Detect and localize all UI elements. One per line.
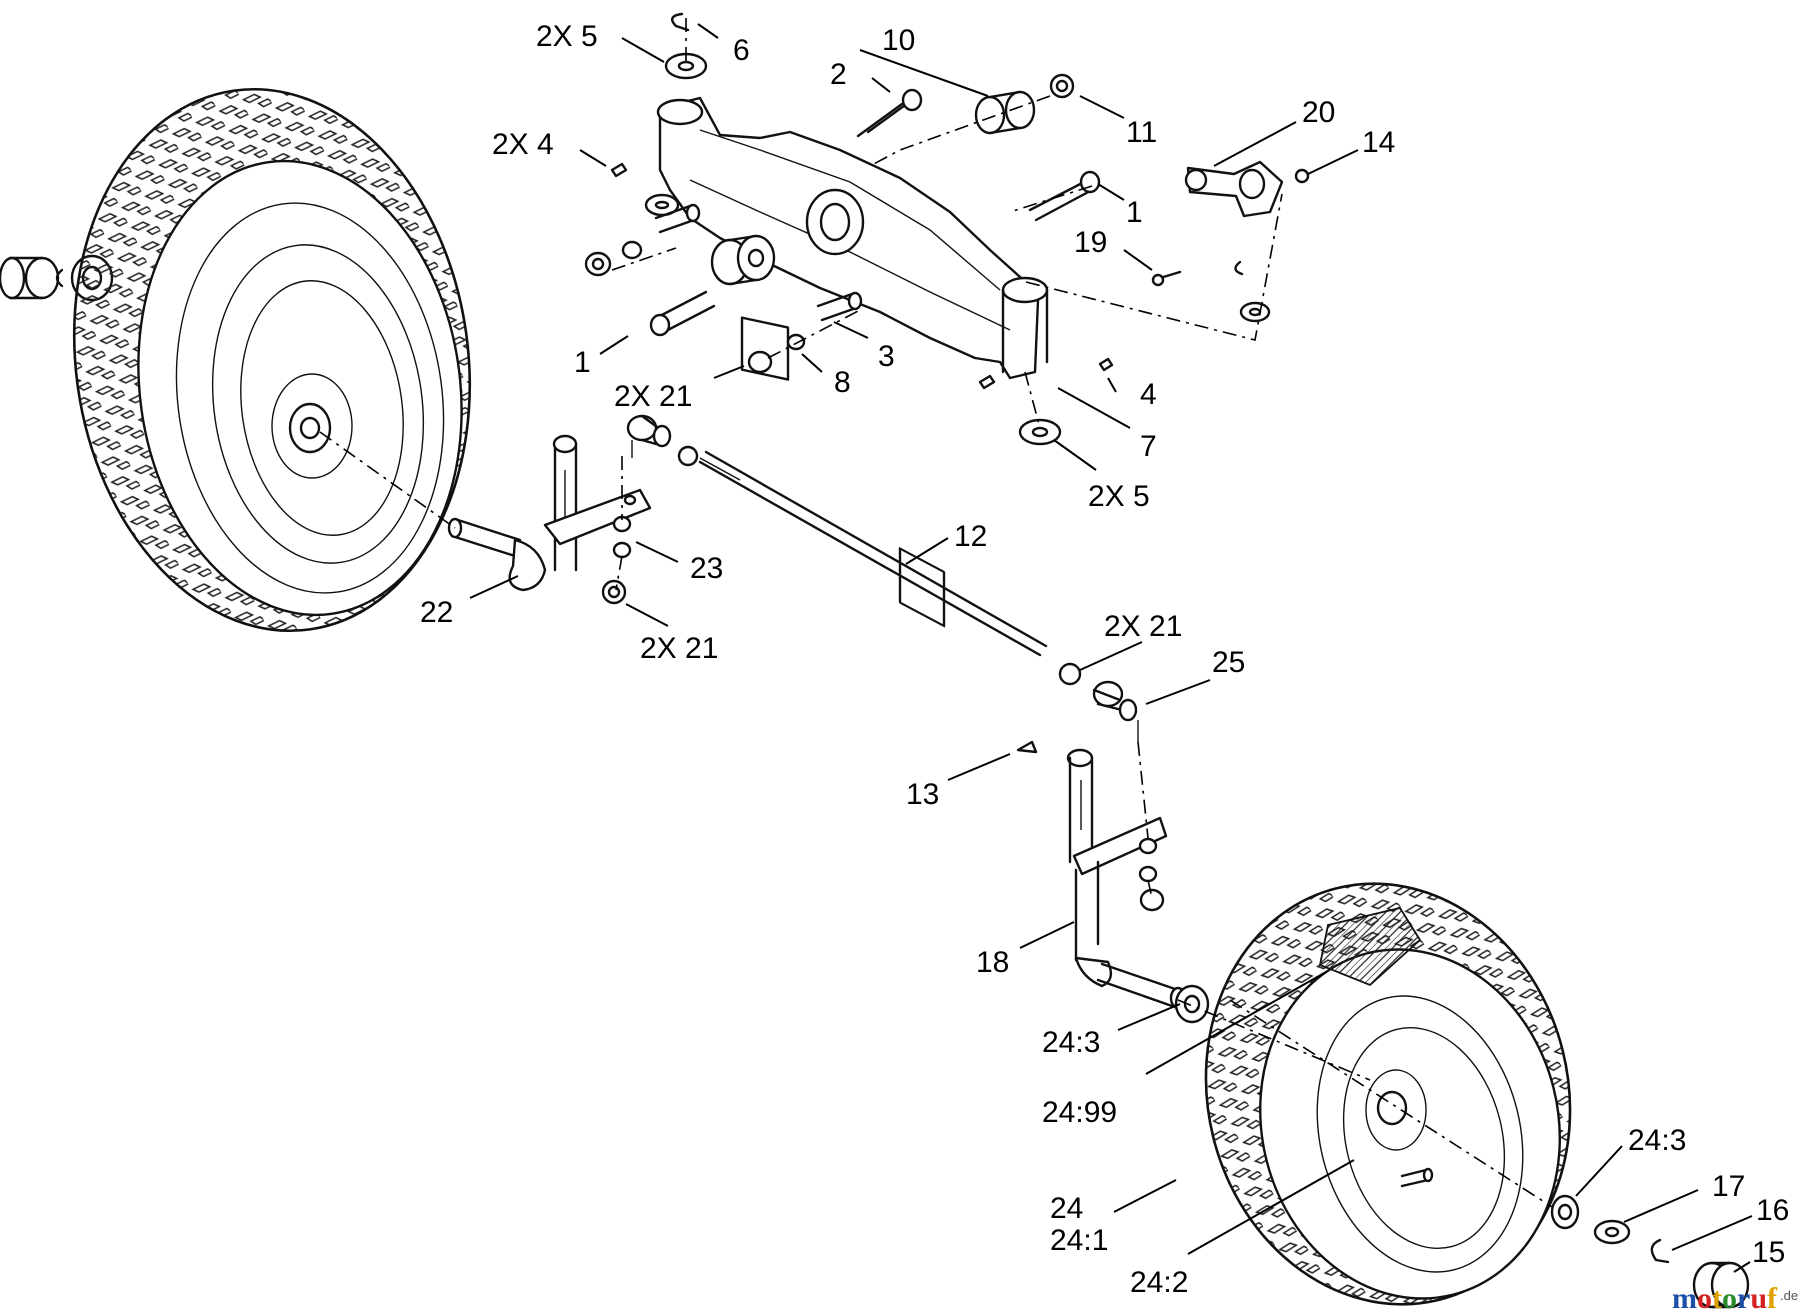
spacer-upper	[654, 204, 696, 234]
wm-m: m	[1672, 1282, 1697, 1315]
key-13	[1016, 740, 1038, 754]
front-axle-beam	[656, 96, 1049, 628]
ball-joint-25	[1092, 680, 1139, 742]
centerline-spacer	[767, 309, 861, 359]
grease-fitting-4-left	[610, 162, 628, 178]
callout-20: 20	[1302, 96, 1335, 129]
bushing-center	[710, 234, 776, 286]
watermark: motoruf .de	[1672, 1282, 1798, 1315]
callout-24-1: 24:1	[1050, 1224, 1108, 1257]
callout-22: 22	[420, 596, 453, 629]
callout-18: 18	[976, 946, 1009, 979]
callout-24-3-left: 24:3	[1042, 1026, 1100, 1059]
centerline-right-axle	[1177, 999, 1371, 1081]
wm-u: u	[1750, 1282, 1767, 1315]
callout-14: 14	[1362, 126, 1395, 159]
left-wheel-assembly	[0, 87, 472, 633]
callout-24-2: 24:2	[1130, 1266, 1188, 1299]
washer-middle	[621, 240, 643, 260]
wm-o2: o	[1722, 1282, 1737, 1315]
callout-11: 11	[1126, 116, 1157, 149]
steering-arm-20	[1184, 160, 1284, 218]
callout-24-99: 24:99	[1042, 1096, 1117, 1129]
wm-f: f	[1767, 1282, 1778, 1315]
watermark-brand: motoruf	[1672, 1282, 1778, 1315]
tie-rod-12	[626, 414, 1139, 742]
bushing-10	[974, 90, 1036, 135]
right-wheel-assembly	[1204, 882, 1572, 1306]
centerline-arm	[1025, 193, 1283, 341]
wm-t: t	[1712, 1282, 1722, 1315]
hardware-23	[601, 515, 632, 605]
centerline-left-axle	[319, 431, 456, 529]
callout-3: 3	[878, 340, 895, 373]
bolt-2	[856, 88, 923, 138]
callout-2x21-right: 2X 21	[1104, 610, 1182, 643]
centerline-bushing	[869, 95, 1051, 167]
clip-6	[670, 12, 690, 32]
wheel-bushing-left	[0, 256, 60, 300]
retaining-ring-left	[55, 268, 64, 288]
callout-1-left: 1	[574, 346, 591, 379]
spindle-22	[447, 434, 652, 592]
callout-25: 25	[1212, 646, 1245, 679]
callout-12: 12	[954, 520, 987, 553]
valve-stem	[1400, 1167, 1434, 1188]
hardware-right-hub	[1550, 1194, 1750, 1309]
callout-7: 7	[1140, 430, 1157, 463]
callout-labels: 2X 5 6 10 2 11 20 14 2X 4 1 19 1 3 8 2X …	[420, 20, 1789, 1299]
bolt-1-right	[1028, 170, 1101, 222]
callout-6: 6	[733, 34, 750, 67]
ball-joint-left	[626, 414, 672, 458]
hardware-top	[610, 12, 1310, 323]
centerline-left-stud	[615, 456, 623, 591]
callout-24: 24	[1050, 1192, 1083, 1225]
spindle-18	[1066, 748, 1187, 1010]
callout-2x5-top: 2X 5	[536, 20, 598, 53]
callout-2x4: 2X 4	[492, 128, 554, 161]
leader-lines	[469, 23, 1753, 1273]
nut-21-top	[747, 350, 773, 374]
callout-23: 23	[690, 552, 723, 585]
wm-r: r	[1737, 1282, 1750, 1315]
centerline-bolt	[1009, 185, 1093, 213]
callout-10: 10	[882, 24, 915, 57]
jam-nut-right	[1058, 662, 1082, 686]
callout-16: 16	[1756, 1194, 1789, 1227]
nut-14	[1294, 168, 1310, 184]
callout-4: 4	[1140, 378, 1157, 411]
grease-fitting-4-mid	[978, 374, 996, 390]
clip-right	[1234, 260, 1244, 276]
tread-decal-24-99	[1318, 906, 1422, 987]
callout-17: 17	[1712, 1170, 1745, 1203]
clip-16	[1650, 1238, 1670, 1264]
jam-nut-left	[677, 445, 699, 467]
spacer-3	[816, 292, 858, 322]
bearing-24-3-left	[1174, 984, 1210, 1024]
bolt-1-left	[649, 290, 716, 337]
left-tire	[72, 87, 472, 633]
callout-2x21-top: 2X 21	[614, 380, 692, 413]
centerline-lower-pivot	[1024, 371, 1041, 429]
callout-2x5-bottom: 2X 5	[1088, 480, 1150, 513]
callout-2: 2	[830, 58, 847, 91]
callout-2x21-left: 2X 21	[640, 632, 718, 665]
centerline-right-stud	[1137, 741, 1153, 899]
centerline-mid-bolt	[611, 247, 677, 271]
hardware-middle	[584, 203, 1114, 446]
watermark-suffix: .de	[1780, 1288, 1798, 1303]
callout-24-3-right: 24:3	[1628, 1124, 1686, 1157]
callout-19: 19	[1074, 226, 1107, 259]
wm-o1: o	[1697, 1282, 1712, 1315]
callout-1-right: 1	[1126, 196, 1143, 229]
callout-15: 15	[1752, 1236, 1785, 1269]
hub-cap-15	[1692, 1261, 1750, 1309]
callout-8: 8	[834, 366, 851, 399]
grease-fitting-4-right	[1098, 357, 1114, 372]
washer-8	[786, 333, 806, 351]
callout-13: 13	[906, 778, 939, 811]
